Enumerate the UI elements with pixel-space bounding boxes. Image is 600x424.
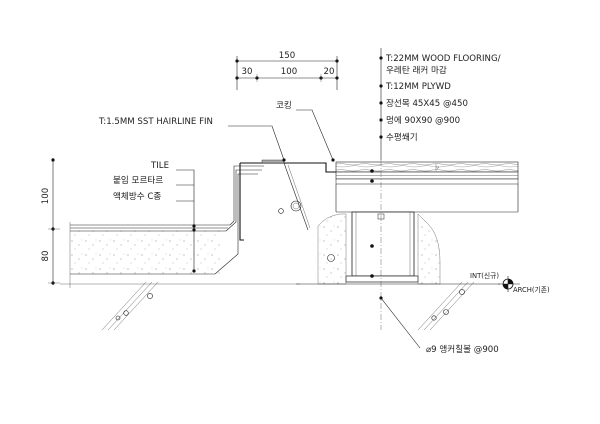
label-tile: TILE	[150, 161, 169, 171]
dim-middle: 100	[281, 67, 297, 77]
label-joist: 장선목 45X45 @450	[386, 98, 468, 109]
dimension-chain-left: 100 80	[41, 158, 60, 285]
label-anchor-bolt: ⌀9 앵커칠볼 @900	[426, 344, 499, 355]
label-caulking: 코킹	[276, 99, 292, 111]
label-waterproof: 액체방수 C종	[113, 190, 161, 202]
dim-left: 30	[242, 67, 253, 77]
label-urethane-finish: 우레탄 래커 마감	[386, 64, 447, 76]
dim-right: 20	[324, 67, 335, 77]
ground-break-lines	[101, 281, 475, 331]
left-annotations: 코킹 T:1.5MM SST HAIRLINE FIN TILE 붙임 모르타르…	[98, 99, 335, 273]
label-wood-flooring: T:22MM WOOD FLOORING/	[385, 54, 501, 64]
datum-int-label: INT(신규)	[470, 271, 499, 280]
datum-arch-label: ARCH(기존)	[513, 285, 550, 294]
level-datum-symbol: INT(신규) ARCH(기존)	[470, 271, 550, 294]
label-sst-fin: T:1.5MM SST HAIRLINE FIN	[98, 117, 213, 127]
tile-floor-assembly	[60, 165, 300, 288]
dimension-chain-top: 150 30 100 20	[235, 51, 339, 90]
wood-floor-assembly	[296, 161, 519, 285]
dim-height-top: 100	[41, 188, 51, 204]
right-annotations: T:22MM WOOD FLOORING/ 우레탄 래커 마감 T:12MM P…	[370, 48, 501, 355]
label-plywood: T:12MM PLYWD	[385, 82, 451, 92]
label-mortar: 붙임 모르타르	[113, 174, 163, 186]
sst-fin-transition	[239, 159, 336, 241]
dim-total: 150	[279, 51, 295, 61]
label-sleeper: 멍에 90X90 @900	[386, 115, 460, 126]
dim-height-bottom: 80	[41, 251, 51, 262]
label-shim: 수평쐐기	[386, 132, 418, 143]
